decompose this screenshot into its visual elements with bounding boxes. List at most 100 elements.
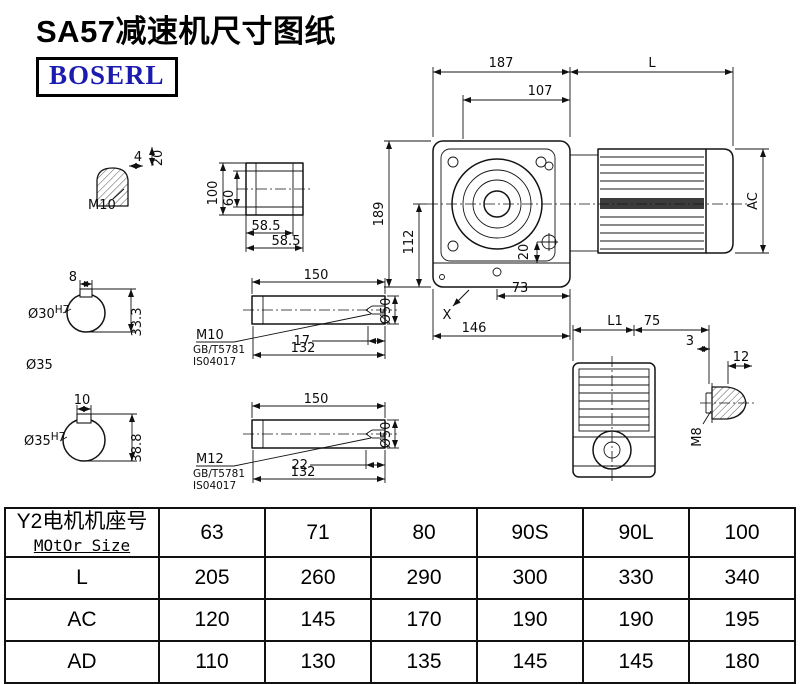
side-view-outline <box>572 362 656 478</box>
top-view-height-dim: 100 <box>206 181 221 206</box>
dim-189: 189 <box>372 202 387 227</box>
boserl-logo: BOSERL <box>36 57 178 97</box>
motor-size-header-cell: Y2电机机座号 MOtOr Size <box>4 507 160 558</box>
gearbox-front-view <box>432 140 571 288</box>
thread-callout: M10 <box>196 328 224 343</box>
motor-size-label-en: MOtOr Size <box>33 535 131 555</box>
row-label: AD <box>4 640 160 684</box>
table-cell: 330 <box>582 556 690 600</box>
dim-AC: AC <box>746 192 761 210</box>
shaft-length-dim: 150 <box>304 392 329 407</box>
thread-label-m8: M8 <box>690 427 705 447</box>
motor-size-value: 71 <box>264 507 372 558</box>
dim-20: 20 <box>517 244 532 261</box>
table-row-AC: AC 120 145 170 190 190 195 <box>4 598 796 642</box>
dim-75: 75 <box>644 314 661 329</box>
shaft-diameter-dim: Ø50 <box>379 298 394 325</box>
technical-drawing: 4 20 M10 100 60 58.5 58.5 <box>24 56 769 492</box>
table-cell: 145 <box>582 640 690 684</box>
table-row-L: L 205 260 290 300 330 340 <box>4 556 796 600</box>
motor-size-value: 80 <box>370 507 478 558</box>
dim-73: 73 <box>512 281 529 296</box>
key-thread-label: M10 <box>88 198 116 213</box>
keyway-depth-dim: 38.8 <box>130 434 145 463</box>
gearbox-side-view <box>572 356 656 484</box>
table-cell: 130 <box>264 640 372 684</box>
motor-size-label-zh: Y2电机机座号 <box>16 510 148 534</box>
shaft-length-dim: 150 <box>304 268 329 283</box>
shaft-end-top-view: 100 60 58.5 58.5 <box>206 162 312 252</box>
hollow-shaft-bore-section-2: 10 38.8 Ø35H7 <box>24 393 145 462</box>
thread-callout: M12 <box>196 452 224 467</box>
table-header-row: Y2电机机座号 MOtOr Size 63 71 80 90S 90L 100 <box>4 507 796 558</box>
motor-size-value: 90S <box>476 507 584 558</box>
key-height-dim: 20 <box>151 150 166 167</box>
motor-front-view <box>427 148 749 254</box>
keyway-width-dim: 10 <box>74 393 91 408</box>
thread-standard-2: IS04017 <box>193 480 236 492</box>
table-cell: 180 <box>688 640 796 684</box>
bore-diameter-label: Ø30H7 <box>28 304 69 322</box>
table-cell: 340 <box>688 556 796 600</box>
bore-diameter-label: Ø35H7 <box>24 431 65 449</box>
tap-depth-dim: 22 <box>291 458 308 473</box>
keyway-width-dim: 8 <box>69 270 77 285</box>
dim-3: 3 <box>686 334 694 349</box>
motor-center-band <box>600 198 704 209</box>
table-cell: 145 <box>476 640 584 684</box>
thread-standard-1: GB/T5781 <box>193 344 245 356</box>
view-direction-label: X <box>443 308 452 323</box>
table-cell: 300 <box>476 556 584 600</box>
table-cell: 145 <box>264 598 372 642</box>
table-cell: 205 <box>158 556 266 600</box>
top-view-width-dim-1: 58.5 <box>252 219 281 234</box>
shaft-step-dim: 132 <box>291 341 316 356</box>
table-cell: 120 <box>158 598 266 642</box>
table-cell: 290 <box>370 556 478 600</box>
shaft-od-label: Ø35 <box>26 358 53 373</box>
fan-cowl <box>706 148 734 254</box>
top-view-width-dim-2: 58.5 <box>272 234 301 249</box>
thread-standard-1: GB/T5781 <box>193 468 245 480</box>
tap-depth-dim: 17 <box>293 334 310 349</box>
key-cross-section <box>96 167 129 207</box>
motor-size-value: 90L <box>582 507 690 558</box>
table-row-AD: AD 110 130 135 145 145 180 <box>4 640 796 684</box>
dimension-table: Y2电机机座号 MOtOr Size 63 71 80 90S 90L 100 … <box>4 507 796 684</box>
keyway-section-view: 4 20 M10 <box>88 147 166 213</box>
motor-size-value: 100 <box>688 507 796 558</box>
shaft-diameter-dim: Ø50 <box>379 422 394 449</box>
key-width-dim: 4 <box>134 150 142 165</box>
table-cell: 260 <box>264 556 372 600</box>
row-label: L <box>4 556 160 600</box>
side-output-bore <box>592 430 632 470</box>
table-cell: 190 <box>476 598 584 642</box>
top-view-inner-dim: 60 <box>222 190 237 207</box>
shaft-body <box>251 295 386 325</box>
dim-107: 107 <box>528 84 553 99</box>
keyway-slot <box>76 413 92 424</box>
bore-circle-30 <box>66 293 106 333</box>
page-title: SA57减速机尺寸图纸 <box>36 14 337 49</box>
motor-adapter-flange <box>569 154 599 252</box>
dim-L: L <box>648 56 656 71</box>
hollow-shaft-bore-section-1: 8 33.3 Ø30H7 <box>28 270 145 336</box>
shaft-step-dim: 132 <box>291 465 316 480</box>
table-cell: 190 <box>582 598 690 642</box>
table-cell: 135 <box>370 640 478 684</box>
main-view-dimensions: 187 L 107 189 112 20 73 146 X <box>372 56 769 340</box>
dim-187: 187 <box>489 56 514 71</box>
dim-L1: L1 <box>607 314 623 329</box>
dim-12: 12 <box>733 350 750 365</box>
shaft-body <box>251 419 386 449</box>
side-view-dimensions: L1 75 3 12 M8 <box>572 314 752 447</box>
keyway-depth-dim: 33.3 <box>130 308 145 337</box>
output-shaft-side-view-2: 150 22 132 Ø50 M12 GB/T5781 IS04017 <box>193 392 399 492</box>
dim-112: 112 <box>402 230 417 255</box>
output-shaft-side-view-1: 150 17 132 Ø50 M10 GB/T5781 IS04017 <box>193 268 399 368</box>
thread-standard-2: IS04017 <box>193 356 236 368</box>
table-cell: 110 <box>158 640 266 684</box>
bore-circle-35 <box>62 418 106 462</box>
row-label: AC <box>4 598 160 642</box>
